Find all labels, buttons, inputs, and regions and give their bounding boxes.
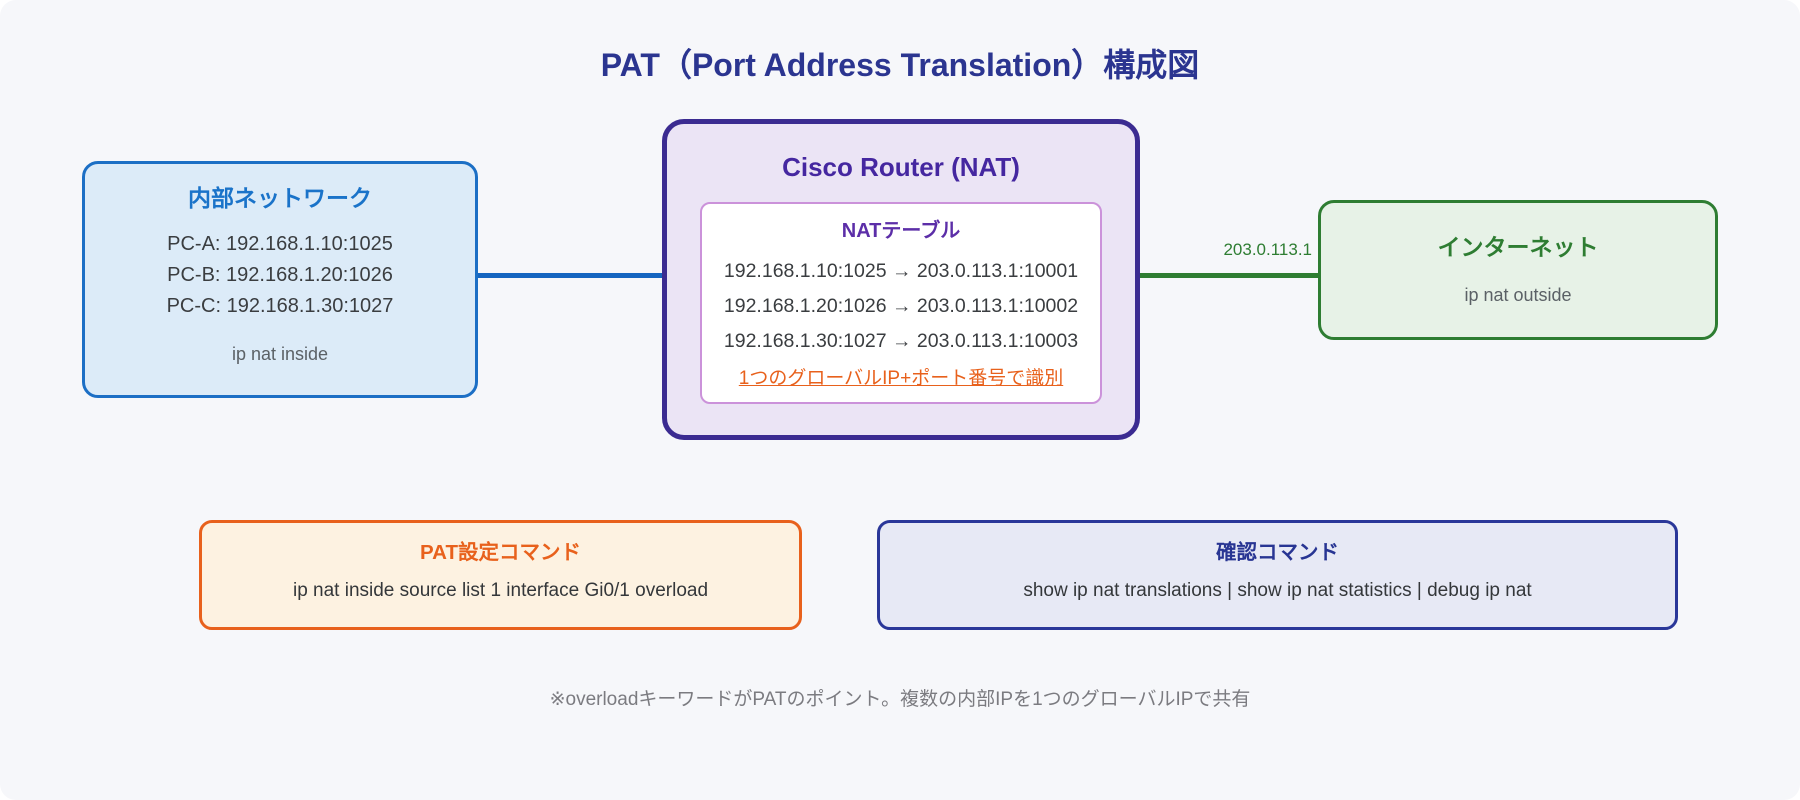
pat-command-text: ip nat inside source list 1 interface Gi… — [292, 580, 709, 601]
verify-command-text: show ip nat translations | show ip nat s… — [1023, 580, 1532, 601]
nat-entry-3: 192.168.1.30:1027 → 203.0.113.1:10003 — [723, 330, 1079, 352]
nat-entry-2: 192.168.1.20:1026 → 203.0.113.1:10002 — [723, 295, 1079, 317]
nat-table: NATテーブル 192.168.1.10:1025 → 203.0.113.1:… — [700, 202, 1102, 404]
inside-link-line — [478, 273, 664, 278]
nat-table-title: NATテーブル — [841, 220, 961, 242]
outside-interface-label: ip nat outside — [1464, 285, 1572, 305]
nat-entry-1: 192.168.1.10:1025 → 203.0.113.1:10001 — [723, 260, 1079, 282]
host-line-pc-c: PC-C: 192.168.1.30:1027 — [166, 295, 394, 317]
router-box: Cisco Router (NAT) NATテーブル 192.168.1.10:… — [662, 119, 1140, 440]
internal-network-box: 内部ネットワーク PC-A: 192.168.1.10:1025 PC-B: 1… — [82, 161, 478, 398]
verify-command-box: 確認コマンド show ip nat translations | show i… — [877, 520, 1678, 630]
internet-title: インターネット — [1437, 234, 1599, 260]
page-title: PAT（Port Address Translation）構成図 — [600, 47, 1200, 83]
router-title: Cisco Router (NAT) — [782, 152, 1020, 182]
internet-box: インターネット ip nat outside — [1318, 200, 1718, 340]
host-line-pc-a: PC-A: 192.168.1.10:1025 — [167, 233, 393, 255]
pat-command-title: PAT設定コマンド — [420, 541, 581, 564]
pat-command-box: PAT設定コマンド ip nat inside source list 1 in… — [199, 520, 802, 630]
nat-table-note: 1つのグローバルIP+ポート番号で識別 — [738, 368, 1064, 389]
wan-ip-label: 203.0.113.1 — [1223, 240, 1312, 259]
internal-network-title: 内部ネットワーク — [188, 185, 372, 211]
outside-link-line — [1138, 273, 1320, 278]
host-line-pc-b: PC-B: 192.168.1.20:1026 — [167, 264, 393, 286]
footnote: ※overloadキーワードがPATのポイント。複数の内部IPを1つのグローバル… — [549, 689, 1251, 710]
verify-command-title: 確認コマンド — [1216, 541, 1339, 564]
inside-interface-label: ip nat inside — [231, 344, 329, 364]
